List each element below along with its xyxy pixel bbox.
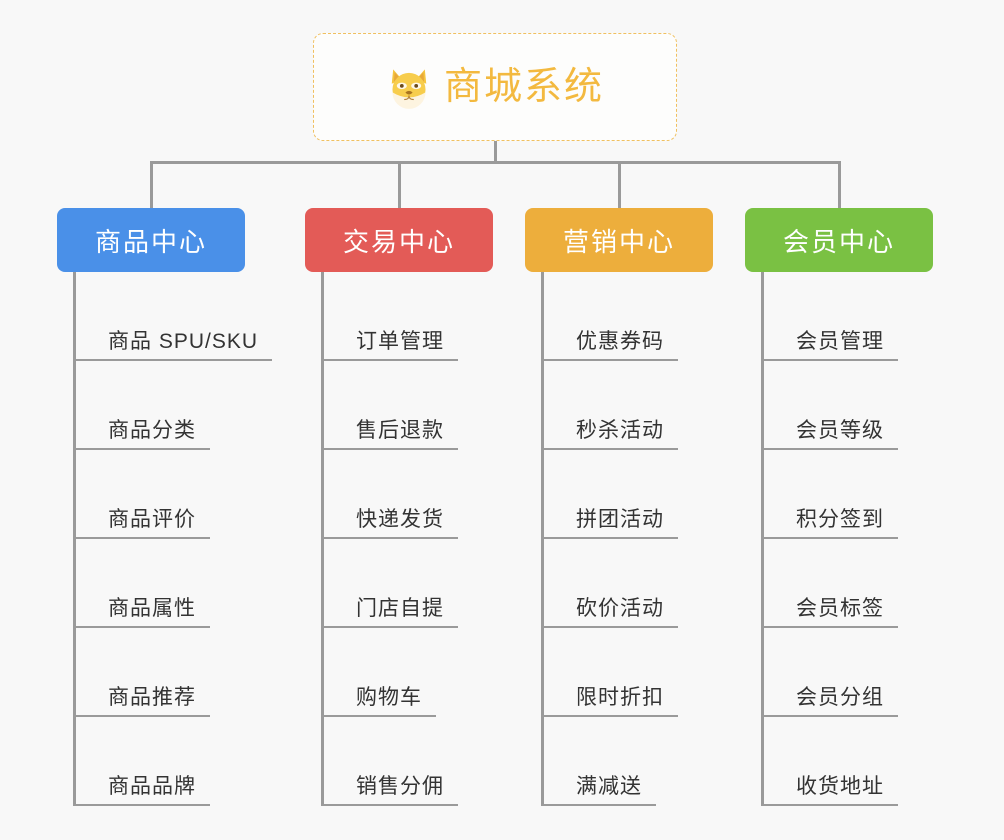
leaf-label: 商品评价 [76, 508, 210, 539]
leaf-label: 销售分佣 [324, 775, 458, 806]
leaf-label: 商品分类 [76, 419, 210, 450]
list-item[interactable]: 秒杀活动 [544, 361, 713, 450]
branch-column-trade: 交易中心 订单管理 售后退款 快递发货 门店自提 购物车 销售分佣 [305, 208, 493, 806]
leaf-label: 商品 SPU/SKU [76, 330, 273, 361]
leaf-label: 砍价活动 [544, 597, 678, 628]
leaf-label: 订单管理 [324, 330, 458, 361]
list-item[interactable]: 会员等级 [764, 361, 933, 450]
leaf-label: 会员分组 [764, 686, 898, 717]
branch-column-product: 商品中心 商品 SPU/SKU 商品分类 商品评价 商品属性 商品推荐 商品品牌 [57, 208, 273, 806]
leaf-label: 购物车 [324, 686, 436, 717]
connector-drop-4 [838, 161, 841, 208]
list-item[interactable]: 门店自提 [324, 539, 493, 628]
branch-items-product: 商品 SPU/SKU 商品分类 商品评价 商品属性 商品推荐 商品品牌 [73, 272, 273, 806]
list-item[interactable]: 会员管理 [764, 272, 933, 361]
list-item[interactable]: 销售分佣 [324, 717, 493, 806]
leaf-label: 商品推荐 [76, 686, 210, 717]
leaf-label: 收货地址 [764, 775, 898, 806]
leaf-label: 售后退款 [324, 419, 458, 450]
branch-header-label: 交易中心 [342, 226, 455, 257]
list-item[interactable]: 限时折扣 [544, 628, 713, 717]
branch-header-label: 会员中心 [782, 226, 895, 257]
branch-header-product[interactable]: 商品中心 [57, 208, 245, 272]
branch-items-trade: 订单管理 售后退款 快递发货 门店自提 购物车 销售分佣 [321, 272, 493, 806]
list-item[interactable]: 收货地址 [764, 717, 933, 806]
branch-items-member: 会员管理 会员等级 积分签到 会员标签 会员分组 收货地址 [761, 272, 933, 806]
branch-header-label: 营销中心 [562, 226, 675, 257]
list-item[interactable]: 会员分组 [764, 628, 933, 717]
branch-header-label: 商品中心 [94, 226, 207, 257]
root-node[interactable]: 商城系统 [313, 33, 677, 141]
branch-header-trade[interactable]: 交易中心 [305, 208, 493, 272]
leaf-label: 秒杀活动 [544, 419, 678, 450]
list-item[interactable]: 快递发货 [324, 450, 493, 539]
connector-horizontal-bus [150, 161, 840, 164]
leaf-label: 积分签到 [764, 508, 898, 539]
branch-items-marketing: 优惠券码 秒杀活动 拼团活动 砍价活动 限时折扣 满减送 [541, 272, 713, 806]
leaf-label: 会员等级 [764, 419, 898, 450]
list-item[interactable]: 商品 SPU/SKU [76, 272, 273, 361]
list-item[interactable]: 商品品牌 [76, 717, 245, 806]
list-item[interactable]: 售后退款 [324, 361, 493, 450]
connector-root-stem [494, 141, 497, 163]
list-item[interactable]: 商品评价 [76, 450, 245, 539]
list-item[interactable]: 会员标签 [764, 539, 933, 628]
leaf-label: 拼团活动 [544, 508, 678, 539]
list-item[interactable]: 满减送 [544, 717, 713, 806]
connector-drop-2 [398, 161, 401, 208]
connector-drop-1 [150, 161, 153, 208]
list-item[interactable]: 商品推荐 [76, 628, 245, 717]
leaf-label: 会员标签 [764, 597, 898, 628]
list-item[interactable]: 商品分类 [76, 361, 245, 450]
leaf-label: 商品属性 [76, 597, 210, 628]
list-item[interactable]: 积分签到 [764, 450, 933, 539]
connector-drop-3 [618, 161, 621, 208]
branch-header-member[interactable]: 会员中心 [745, 208, 933, 272]
list-item[interactable]: 拼团活动 [544, 450, 713, 539]
leaf-label: 会员管理 [764, 330, 898, 361]
list-item[interactable]: 购物车 [324, 628, 493, 717]
list-item[interactable]: 砍价活动 [544, 539, 713, 628]
leaf-label: 快递发货 [324, 508, 458, 539]
list-item[interactable]: 商品属性 [76, 539, 245, 628]
list-item[interactable]: 订单管理 [324, 272, 493, 361]
leaf-label: 优惠券码 [544, 330, 678, 361]
branch-column-member: 会员中心 会员管理 会员等级 积分签到 会员标签 会员分组 收货地址 [745, 208, 933, 806]
leaf-label: 商品品牌 [76, 775, 210, 806]
branch-column-marketing: 营销中心 优惠券码 秒杀活动 拼团活动 砍价活动 限时折扣 满减送 [525, 208, 713, 806]
list-item[interactable]: 优惠券码 [544, 272, 713, 361]
root-title: 商城系统 [443, 66, 604, 108]
shiba-dog-face-icon [386, 65, 432, 111]
branch-header-marketing[interactable]: 营销中心 [525, 208, 713, 272]
leaf-label: 满减送 [544, 775, 656, 806]
leaf-label: 限时折扣 [544, 686, 678, 717]
leaf-label: 门店自提 [324, 597, 458, 628]
